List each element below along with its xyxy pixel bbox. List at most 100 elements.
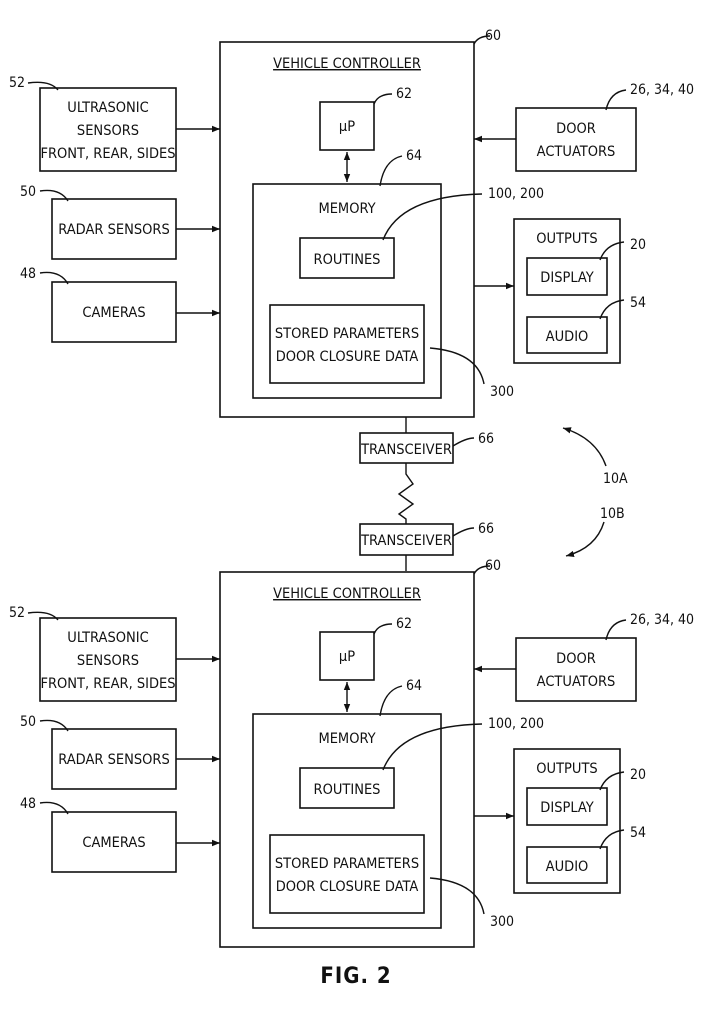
radar-sensors-label: RADAR SENSORS (58, 752, 170, 768)
leader-line (605, 89, 627, 111)
door-actuators-box (515, 637, 637, 702)
leader-line (599, 241, 625, 261)
microprocessor-ref: 62 (396, 86, 412, 102)
door-actuators-label-line1: DOOR (556, 121, 596, 137)
leader-line (452, 527, 475, 537)
leader-line (27, 611, 59, 621)
transceiver-label-bottom: TRANSCEIVER (360, 533, 452, 549)
leader-line (379, 685, 403, 717)
vehicle-controller-title: VEHICLE CONTROLLER (273, 586, 421, 602)
transceiver-ref-bottom: 66 (478, 521, 494, 537)
door-actuators-ref: 26, 34, 40 (630, 82, 694, 98)
figure-label: FIG. 2 (320, 964, 391, 989)
controller-ref: 60 (485, 28, 501, 44)
outputs-label: OUTPUTS (536, 231, 597, 247)
stored-parameters-ref: 300 (490, 384, 514, 400)
radar-ref: 50 (20, 714, 36, 730)
leader-line (429, 877, 485, 915)
audio-ref: 54 (630, 295, 646, 311)
vehicle-controller-title: VEHICLE CONTROLLER (273, 56, 421, 72)
audio-box (526, 316, 608, 354)
ultrasonic-label-line2: SENSORS (77, 123, 139, 139)
leader-line (39, 271, 69, 285)
memory-ref: 64 (406, 148, 422, 164)
transceiver-link: TRANSCEIVER 66 TRANSCEIVER 66 10A 10B (359, 417, 628, 571)
microprocessor-box (319, 101, 375, 151)
transceiver-label-top: TRANSCEIVER (360, 442, 452, 458)
system-bottom: VEHICLE CONTROLLER 60 µP 62 MEMORY 64 RO… (9, 558, 694, 948)
leader-line (39, 189, 69, 202)
cameras-ref: 48 (20, 796, 36, 812)
memory-ref: 64 (406, 678, 422, 694)
display-ref: 20 (630, 237, 646, 253)
microprocessor-ref: 62 (396, 616, 412, 632)
door-actuators-label-line1: DOOR (556, 651, 596, 667)
memory-label: MEMORY (318, 201, 375, 217)
radar-sensors-box (51, 198, 177, 260)
leader-line (382, 723, 483, 771)
audio-label: AUDIO (546, 859, 589, 875)
routines-ref: 100, 200 (488, 716, 544, 732)
microprocessor-label: µP (339, 649, 355, 665)
cameras-label: CAMERAS (82, 835, 145, 851)
leader-line (599, 771, 625, 791)
ultrasonic-label-line3: FRONT, REAR, SIDES (40, 676, 175, 692)
leader-line (429, 347, 485, 385)
stored-parameters-box (269, 304, 425, 384)
leader-line (473, 35, 491, 45)
leader-line (599, 829, 625, 850)
ultrasonic-label-line1: ULTRASONIC (67, 100, 148, 116)
ultrasonic-label-line2: SENSORS (77, 653, 139, 669)
ultrasonic-label-line1: ULTRASONIC (67, 630, 148, 646)
routines-box (299, 237, 395, 279)
routines-label: ROUTINES (314, 782, 381, 798)
door-closure-data-label: DOOR CLOSURE DATA (276, 349, 419, 365)
ultrasonic-ref: 52 (9, 605, 25, 621)
transceiver-ref-top: 66 (478, 431, 494, 447)
leader-line (599, 299, 625, 320)
leader-line (39, 719, 69, 732)
stored-parameters-label: STORED PARAMETERS (275, 326, 419, 342)
memory-label: MEMORY (318, 731, 375, 747)
radar-ref: 50 (20, 184, 36, 200)
leader-line (373, 623, 393, 635)
display-ref: 20 (630, 767, 646, 783)
leader-line (373, 93, 393, 105)
outputs-label: OUTPUTS (536, 761, 597, 777)
routines-label: ROUTINES (314, 252, 381, 268)
leader-line (382, 193, 483, 241)
routines-box (299, 767, 395, 809)
ultrasonic-sensors-box (39, 87, 177, 172)
cameras-box (51, 281, 177, 343)
routines-ref: 100, 200 (488, 186, 544, 202)
transceiver-box-top (359, 432, 454, 464)
display-label: DISPLAY (540, 800, 593, 816)
stored-parameters-label: STORED PARAMETERS (275, 856, 419, 872)
leader-line (605, 619, 627, 641)
display-label: DISPLAY (540, 270, 593, 286)
ultrasonic-sensors-box (39, 617, 177, 702)
wireless-link-icon (397, 463, 415, 524)
display-box (526, 787, 608, 826)
ultrasonic-ref: 52 (9, 75, 25, 91)
system-a-label: 10A (603, 471, 628, 487)
cameras-label: CAMERAS (82, 305, 145, 321)
system-top: VEHICLE CONTROLLER 60 µP 62 MEMORY 64 RO… (9, 28, 694, 418)
controller-ref: 60 (485, 558, 501, 574)
stored-parameters-box (269, 834, 425, 914)
audio-label: AUDIO (546, 329, 589, 345)
transceiver-box-bottom (359, 523, 454, 556)
leader-line (473, 565, 491, 575)
stored-parameters-ref: 300 (490, 914, 514, 930)
ultrasonic-label-line3: FRONT, REAR, SIDES (40, 146, 175, 162)
audio-box (526, 846, 608, 884)
door-actuators-label-line2: ACTUATORS (537, 674, 616, 690)
leader-line (379, 155, 403, 187)
leader-line (452, 437, 475, 447)
system-b-label: 10B (600, 506, 625, 522)
cameras-box (51, 811, 177, 873)
door-actuators-box (515, 107, 637, 172)
display-box (526, 257, 608, 296)
microprocessor-box (319, 631, 375, 681)
